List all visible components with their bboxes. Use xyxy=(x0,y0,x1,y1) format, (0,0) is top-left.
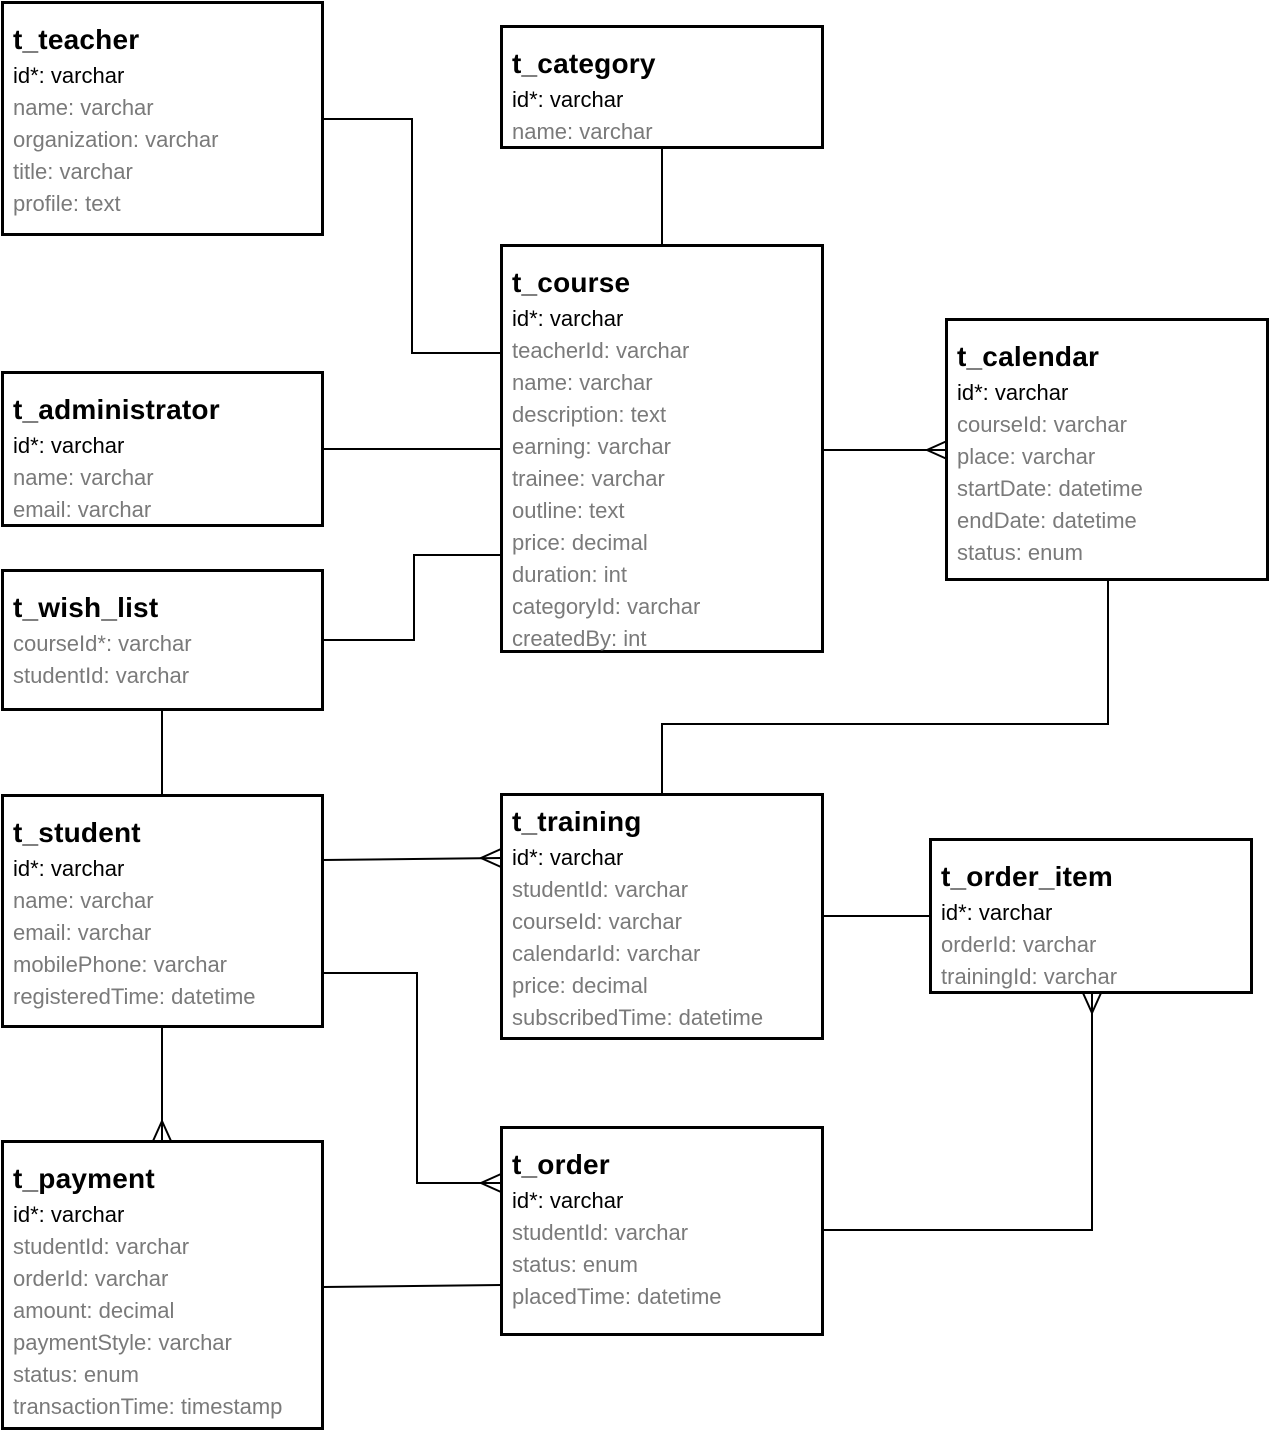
field-earning: earning: varchar xyxy=(512,434,671,459)
field-name: name: varchar xyxy=(13,888,154,913)
field-title: title: varchar xyxy=(13,159,133,184)
field-id: id*: varchar xyxy=(941,900,1053,925)
entity-t-student[interactable]: t_student id*: varchar name: varchar ema… xyxy=(1,794,324,1028)
field-amount: amount: decimal xyxy=(13,1298,175,1323)
entity-title: t_training xyxy=(512,806,642,837)
crowfoot-calendar xyxy=(924,440,948,460)
field-teacher-id: teacherId: varchar xyxy=(512,338,690,363)
field-organization: organization: varchar xyxy=(13,127,219,152)
field-start-date: startDate: datetime xyxy=(957,476,1143,501)
field-price: price: decimal xyxy=(512,530,648,555)
field-name: name: varchar xyxy=(512,119,653,144)
entity-title: t_order_item xyxy=(941,861,1114,892)
field-name: name: varchar xyxy=(13,95,154,120)
field-profile: profile: text xyxy=(13,191,121,216)
field-category-id: categoryId: varchar xyxy=(512,594,701,619)
field-id: id*: varchar xyxy=(13,433,125,458)
field-price: price: decimal xyxy=(512,973,648,998)
field-trainee: trainee: varchar xyxy=(512,466,665,491)
entity-t-calendar[interactable]: t_calendar id*: varchar courseId: varcha… xyxy=(945,318,1269,581)
entity-t-wish-list[interactable]: t_wish_list courseId*: varchar studentId… xyxy=(1,569,324,711)
field-registered-time: registeredTime: datetime xyxy=(13,984,256,1009)
entity-title: t_order xyxy=(512,1149,610,1180)
field-name: name: varchar xyxy=(512,370,653,395)
line-student-training xyxy=(322,857,502,861)
crowfoot-payment xyxy=(152,1118,172,1142)
field-course-id: courseId: varchar xyxy=(957,412,1127,437)
entity-t-payment[interactable]: t_payment id*: varchar studentId: varcha… xyxy=(1,1140,324,1430)
field-id: id*: varchar xyxy=(512,306,624,331)
entity-title: t_wish_list xyxy=(13,592,159,623)
crowfoot-training xyxy=(478,848,502,868)
entity-t-training[interactable]: t_training id*: varchar studentId: varch… xyxy=(500,793,824,1040)
field-mobile-phone: mobilePhone: varchar xyxy=(13,952,228,977)
field-order-id: orderId: varchar xyxy=(13,1266,169,1291)
field-email: email: varchar xyxy=(13,497,152,522)
entity-t-administrator[interactable]: t_administrator id*: varchar name: varch… xyxy=(1,371,324,527)
field-email: email: varchar xyxy=(13,920,152,945)
entity-title: t_category xyxy=(512,48,656,79)
field-student-id: studentId: varchar xyxy=(512,877,689,902)
line-teacher-course xyxy=(323,118,501,354)
line-payment-order xyxy=(322,1284,502,1288)
field-outline: outline: text xyxy=(512,498,625,523)
line-student-order xyxy=(323,972,501,1184)
field-order-id: orderId: varchar xyxy=(941,932,1097,957)
field-student-id: studentId: varchar xyxy=(13,1234,190,1259)
entity-title: t_student xyxy=(13,817,141,848)
entity-t-category[interactable]: t_category id*: varchar name: varchar xyxy=(500,25,824,149)
field-id: id*: varchar xyxy=(512,87,624,112)
field-id: id*: varchar xyxy=(13,1202,125,1227)
field-subscribed-time: subscribedTime: datetime xyxy=(512,1005,764,1030)
field-student-id: studentId: varchar xyxy=(13,663,190,688)
entity-title: t_course xyxy=(512,267,631,298)
field-status: status: enum xyxy=(13,1362,139,1387)
field-transaction-time: transactionTime: timestamp xyxy=(13,1394,283,1419)
field-course-id: courseId*: varchar xyxy=(13,631,192,656)
crowfoot-orderitem xyxy=(1082,992,1102,1016)
entity-t-course[interactable]: t_course id*: varchar teacherId: varchar… xyxy=(500,244,824,653)
field-status: status: enum xyxy=(957,540,1083,565)
field-student-id: studentId: varchar xyxy=(512,1220,689,1245)
field-end-date: endDate: datetime xyxy=(957,508,1137,533)
field-training-id: trainingId: varchar xyxy=(941,964,1118,989)
line-order-orderitem xyxy=(823,993,1093,1231)
field-id: id*: varchar xyxy=(13,63,125,88)
entity-title: t_calendar xyxy=(957,341,1100,372)
entity-title: t_payment xyxy=(13,1163,155,1194)
field-name: name: varchar xyxy=(13,465,154,490)
crowfoot-order xyxy=(478,1173,502,1193)
field-id: id*: varchar xyxy=(957,380,1069,405)
field-calendar-id: calendarId: varchar xyxy=(512,941,701,966)
field-place: place: varchar xyxy=(957,444,1096,469)
field-payment-style: paymentStyle: varchar xyxy=(13,1330,232,1355)
field-id: id*: varchar xyxy=(512,1188,624,1213)
field-id: id*: varchar xyxy=(512,845,624,870)
field-created-by: createdBy: int xyxy=(512,626,647,651)
entity-t-order[interactable]: t_order id*: varchar studentId: varchar … xyxy=(500,1126,824,1336)
entity-title: t_administrator xyxy=(13,394,220,425)
entity-title: t_teacher xyxy=(13,24,140,55)
line-calendar-training xyxy=(661,580,1109,794)
field-id: id*: varchar xyxy=(13,856,125,881)
field-duration: duration: int xyxy=(512,562,627,587)
field-placed-time: placedTime: datetime xyxy=(512,1284,722,1309)
line-wishlist-course xyxy=(323,554,501,641)
field-description: description: text xyxy=(512,402,667,427)
field-status: status: enum xyxy=(512,1252,638,1277)
entity-t-order-item[interactable]: t_order_item id*: varchar orderId: varch… xyxy=(929,838,1253,994)
entity-t-teacher[interactable]: t_teacher id*: varchar name: varchar org… xyxy=(1,1,324,236)
field-course-id: courseId: varchar xyxy=(512,909,682,934)
